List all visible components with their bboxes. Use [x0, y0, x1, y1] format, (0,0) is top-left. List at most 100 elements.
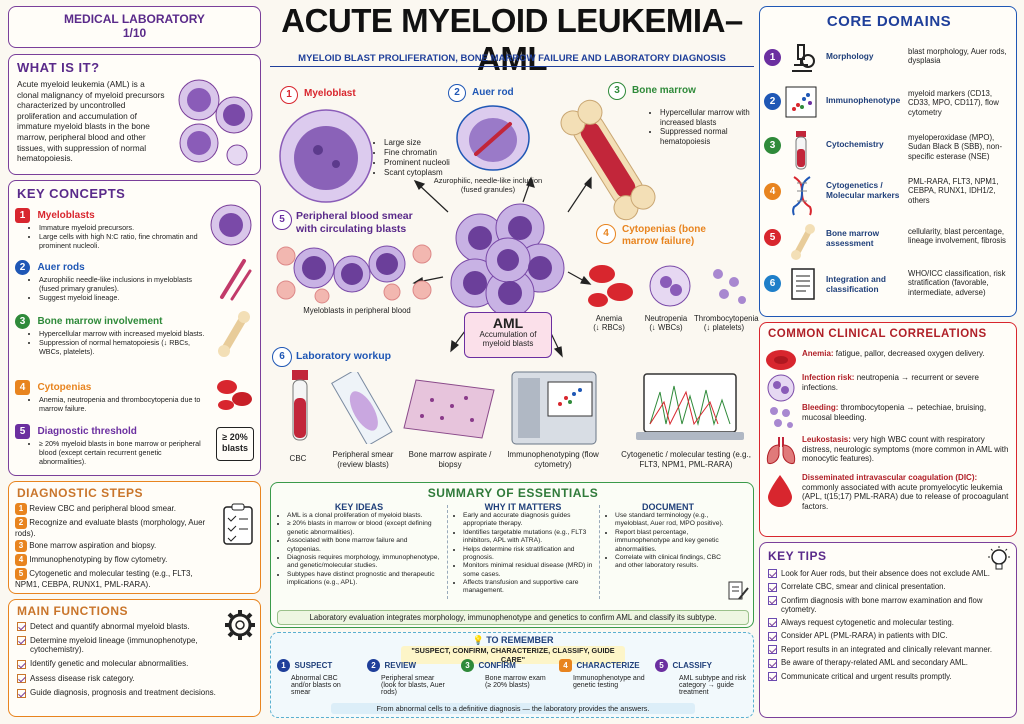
cytopenia-cells-icon — [588, 265, 746, 307]
remember-heading-text: TO REMEMBER — [486, 635, 554, 645]
tip-item: Consider APL (PML-RARA) in patients with… — [768, 631, 1014, 641]
summary-bullet: ≥ 20% blasts in marrow or blood (except … — [287, 520, 441, 537]
workup-label: Immunophenotyping (flow cytometry) — [507, 450, 599, 469]
flow-plot-icon — [785, 86, 817, 118]
correlation-text: thrombocytopenia → petechiae, bruising, … — [802, 403, 987, 422]
marrow-aspirate-icon — [403, 379, 495, 439]
summary-bullet: Subtypes have distinct prognostic and th… — [287, 571, 441, 588]
core-domains-heading: CORE DOMAINS — [826, 13, 952, 30]
concept-bullet: Suggest myeloid lineage. — [39, 293, 205, 302]
bone-domain-icon — [791, 224, 815, 260]
tip-item: Correlate CBC, smear and clinical presen… — [768, 582, 1014, 592]
summary-panel: SUMMARY OF ESSENTIALS KEY IDEAS AML is a… — [270, 482, 754, 628]
concept-number: 4 — [15, 380, 30, 395]
step-number: 2 — [15, 517, 27, 529]
test-tube-icon — [795, 131, 807, 170]
step-item: 5 Cytogenetic and molecular testing (e.g… — [15, 568, 215, 589]
summary-bullet: Associated with bone marrow failure and … — [287, 537, 441, 554]
domain-number: 1 — [764, 49, 781, 66]
step-item: 4 Immunophenotyping by flow cytometry. — [15, 554, 215, 566]
threshold-badge: ≥ 20% blasts — [216, 427, 254, 461]
key-tips-panel: KEY TIPS Look for Auer rods, but their a… — [759, 542, 1017, 718]
step-number: 1 — [15, 503, 27, 515]
auer-rod-icon — [220, 259, 252, 301]
summary-col-title: DOCUMENT — [642, 502, 694, 512]
concept-bullet: Anemia, neutropenia and thrombocytopenia… — [39, 395, 210, 413]
cytopenia-label: Thrombocytopenia(↓ platelets) — [694, 314, 759, 333]
summary-heading: SUMMARY OF ESSENTIALS — [427, 486, 599, 500]
summary-footer: Laboratory evaluation integrates morphol… — [277, 610, 749, 625]
remember-step-number: 3 — [461, 659, 474, 672]
domain-row: 1 Morphology blast morphology, Auer rods… — [764, 41, 1014, 85]
summary-bullet: Affects transfusion and supportive care … — [463, 579, 593, 596]
step-number: 5 — [15, 568, 27, 580]
lungs-icon — [766, 437, 796, 464]
myeloblast-cluster-icon — [178, 79, 253, 166]
auer-rod-cell-icon — [456, 105, 530, 171]
domain-row: 2 Immunophenotype myeloid markers (CD13,… — [764, 85, 1014, 131]
step-number: 4 — [15, 554, 27, 566]
correlation-text: very high WBC count with respiratory dis… — [802, 435, 1009, 464]
blood-drop-icon — [768, 475, 792, 507]
concept-number: 2 — [15, 260, 30, 275]
main-functions-heading: MAIN FUNCTIONS — [17, 604, 128, 618]
step-item: 2 Recognize and evaluate blasts (morphol… — [15, 517, 215, 538]
diagnostic-steps-heading: DIAGNOSTIC STEPS — [17, 486, 144, 500]
microscope-icon — [792, 44, 815, 72]
concept-item: 2 Auer rods Azurophilic needle-like incl… — [15, 257, 205, 302]
cytopenia-name: Thrombocytopenia — [694, 314, 759, 323]
concept-title: Auer rods — [37, 262, 85, 273]
correlations-panel: COMMON CLINICAL CORRELATIONS Anemia: fat… — [759, 322, 1017, 537]
workup-label: Bone marrow aspirate / biopsy — [408, 450, 492, 469]
auer-caption: Azurophilic, needle-like inclusion (fuse… — [433, 176, 543, 194]
domain-number: 5 — [764, 229, 781, 246]
summary-bullet: Report blast percentage, immunophenotype… — [615, 529, 731, 554]
concept-bullet: Immature myeloid precursors. — [39, 223, 205, 232]
gear-icon — [225, 610, 255, 640]
correlation-term: Infection risk: — [802, 373, 855, 382]
correlation-item: Infection risk: neutropenia → recurrent … — [802, 373, 1012, 392]
remember-step: 3 CONFIRM Bone marrow exam (≥ 20% blasts… — [461, 655, 557, 689]
summary-col: DOCUMENT Use standard terminology (e.g.,… — [605, 502, 731, 571]
platelets-icon — [770, 407, 793, 428]
domain-desc: WHO/ICC classification, risk stratificat… — [908, 269, 1006, 297]
remember-step-number: 2 — [367, 659, 380, 672]
remember-step: 4 CHARACTERIZE Immunophenotype and genet… — [559, 655, 651, 689]
summary-bullet: Monitors minimal residual disease (MRD) … — [463, 562, 593, 579]
aml-box-sub: Accumulation of myeloid blasts — [479, 330, 537, 348]
myeloblast-bullet: Fine chromatin — [384, 148, 456, 158]
remember-step: 1 SUSPECT Abnormal CBC and/or blasts on … — [277, 655, 365, 696]
concept-title: Bone marrow involvement — [37, 316, 163, 327]
domain-desc: myeloid markers (CD13, CD33, MPO, CD117)… — [908, 89, 999, 117]
myeloblast-cell-icon — [279, 109, 373, 203]
smear-caption: Myeloblasts in peripheral blood — [303, 306, 411, 315]
step-number: 3 — [15, 540, 27, 552]
myeloblast-bullet: Prominent nucleoli — [384, 158, 456, 168]
remember-footer: From abnormal cells to a definitive diag… — [331, 703, 695, 714]
remember-step-number: 1 — [277, 659, 290, 672]
remember-step-title: CLASSIFY — [672, 661, 713, 670]
function-item: Detect and quantify abnormal myeloid bla… — [17, 622, 217, 632]
what-is-it-heading: WHAT IS IT? — [17, 60, 100, 75]
workup-label: CBC — [289, 454, 307, 463]
concept-item: 4 Cytopenias Anemia, neutropenia and thr… — [15, 377, 210, 413]
aml-box-title: AML — [492, 315, 524, 331]
what-is-it-text: Acute myeloid leukemia (AML) is a clonal… — [17, 79, 165, 164]
badge-line2: 1/10 — [122, 26, 147, 40]
myeloblast-number: 1 — [280, 86, 298, 104]
function-text: Determine myeloid lineage (immunophenoty… — [30, 636, 198, 655]
step-text: Bone marrow aspiration and biopsy. — [29, 541, 157, 550]
concept-number: 1 — [15, 208, 30, 223]
key-tips-heading: KEY TIPS — [768, 549, 827, 563]
remember-step-text: Immunophenotype and genetic testing — [573, 675, 645, 689]
domain-number: 3 — [764, 137, 781, 154]
bone-marrow-icon — [560, 99, 656, 221]
concept-number: 3 — [15, 314, 30, 329]
concept-bullet: ≥ 20% myeloid blasts in bone marrow or p… — [39, 439, 210, 466]
aml-box: AML Accumulation of myeloid blasts — [464, 312, 552, 358]
function-text: Detect and quantify abnormal myeloid bla… — [30, 622, 190, 631]
center-illustration: 1 Myeloblast Large size Fine chromatin P… — [268, 72, 759, 476]
function-item: Identify genetic and molecular abnormali… — [17, 659, 217, 669]
step-text: Recognize and evaluate blasts (morpholog… — [15, 518, 206, 538]
remember-step-number: 5 — [655, 659, 668, 672]
